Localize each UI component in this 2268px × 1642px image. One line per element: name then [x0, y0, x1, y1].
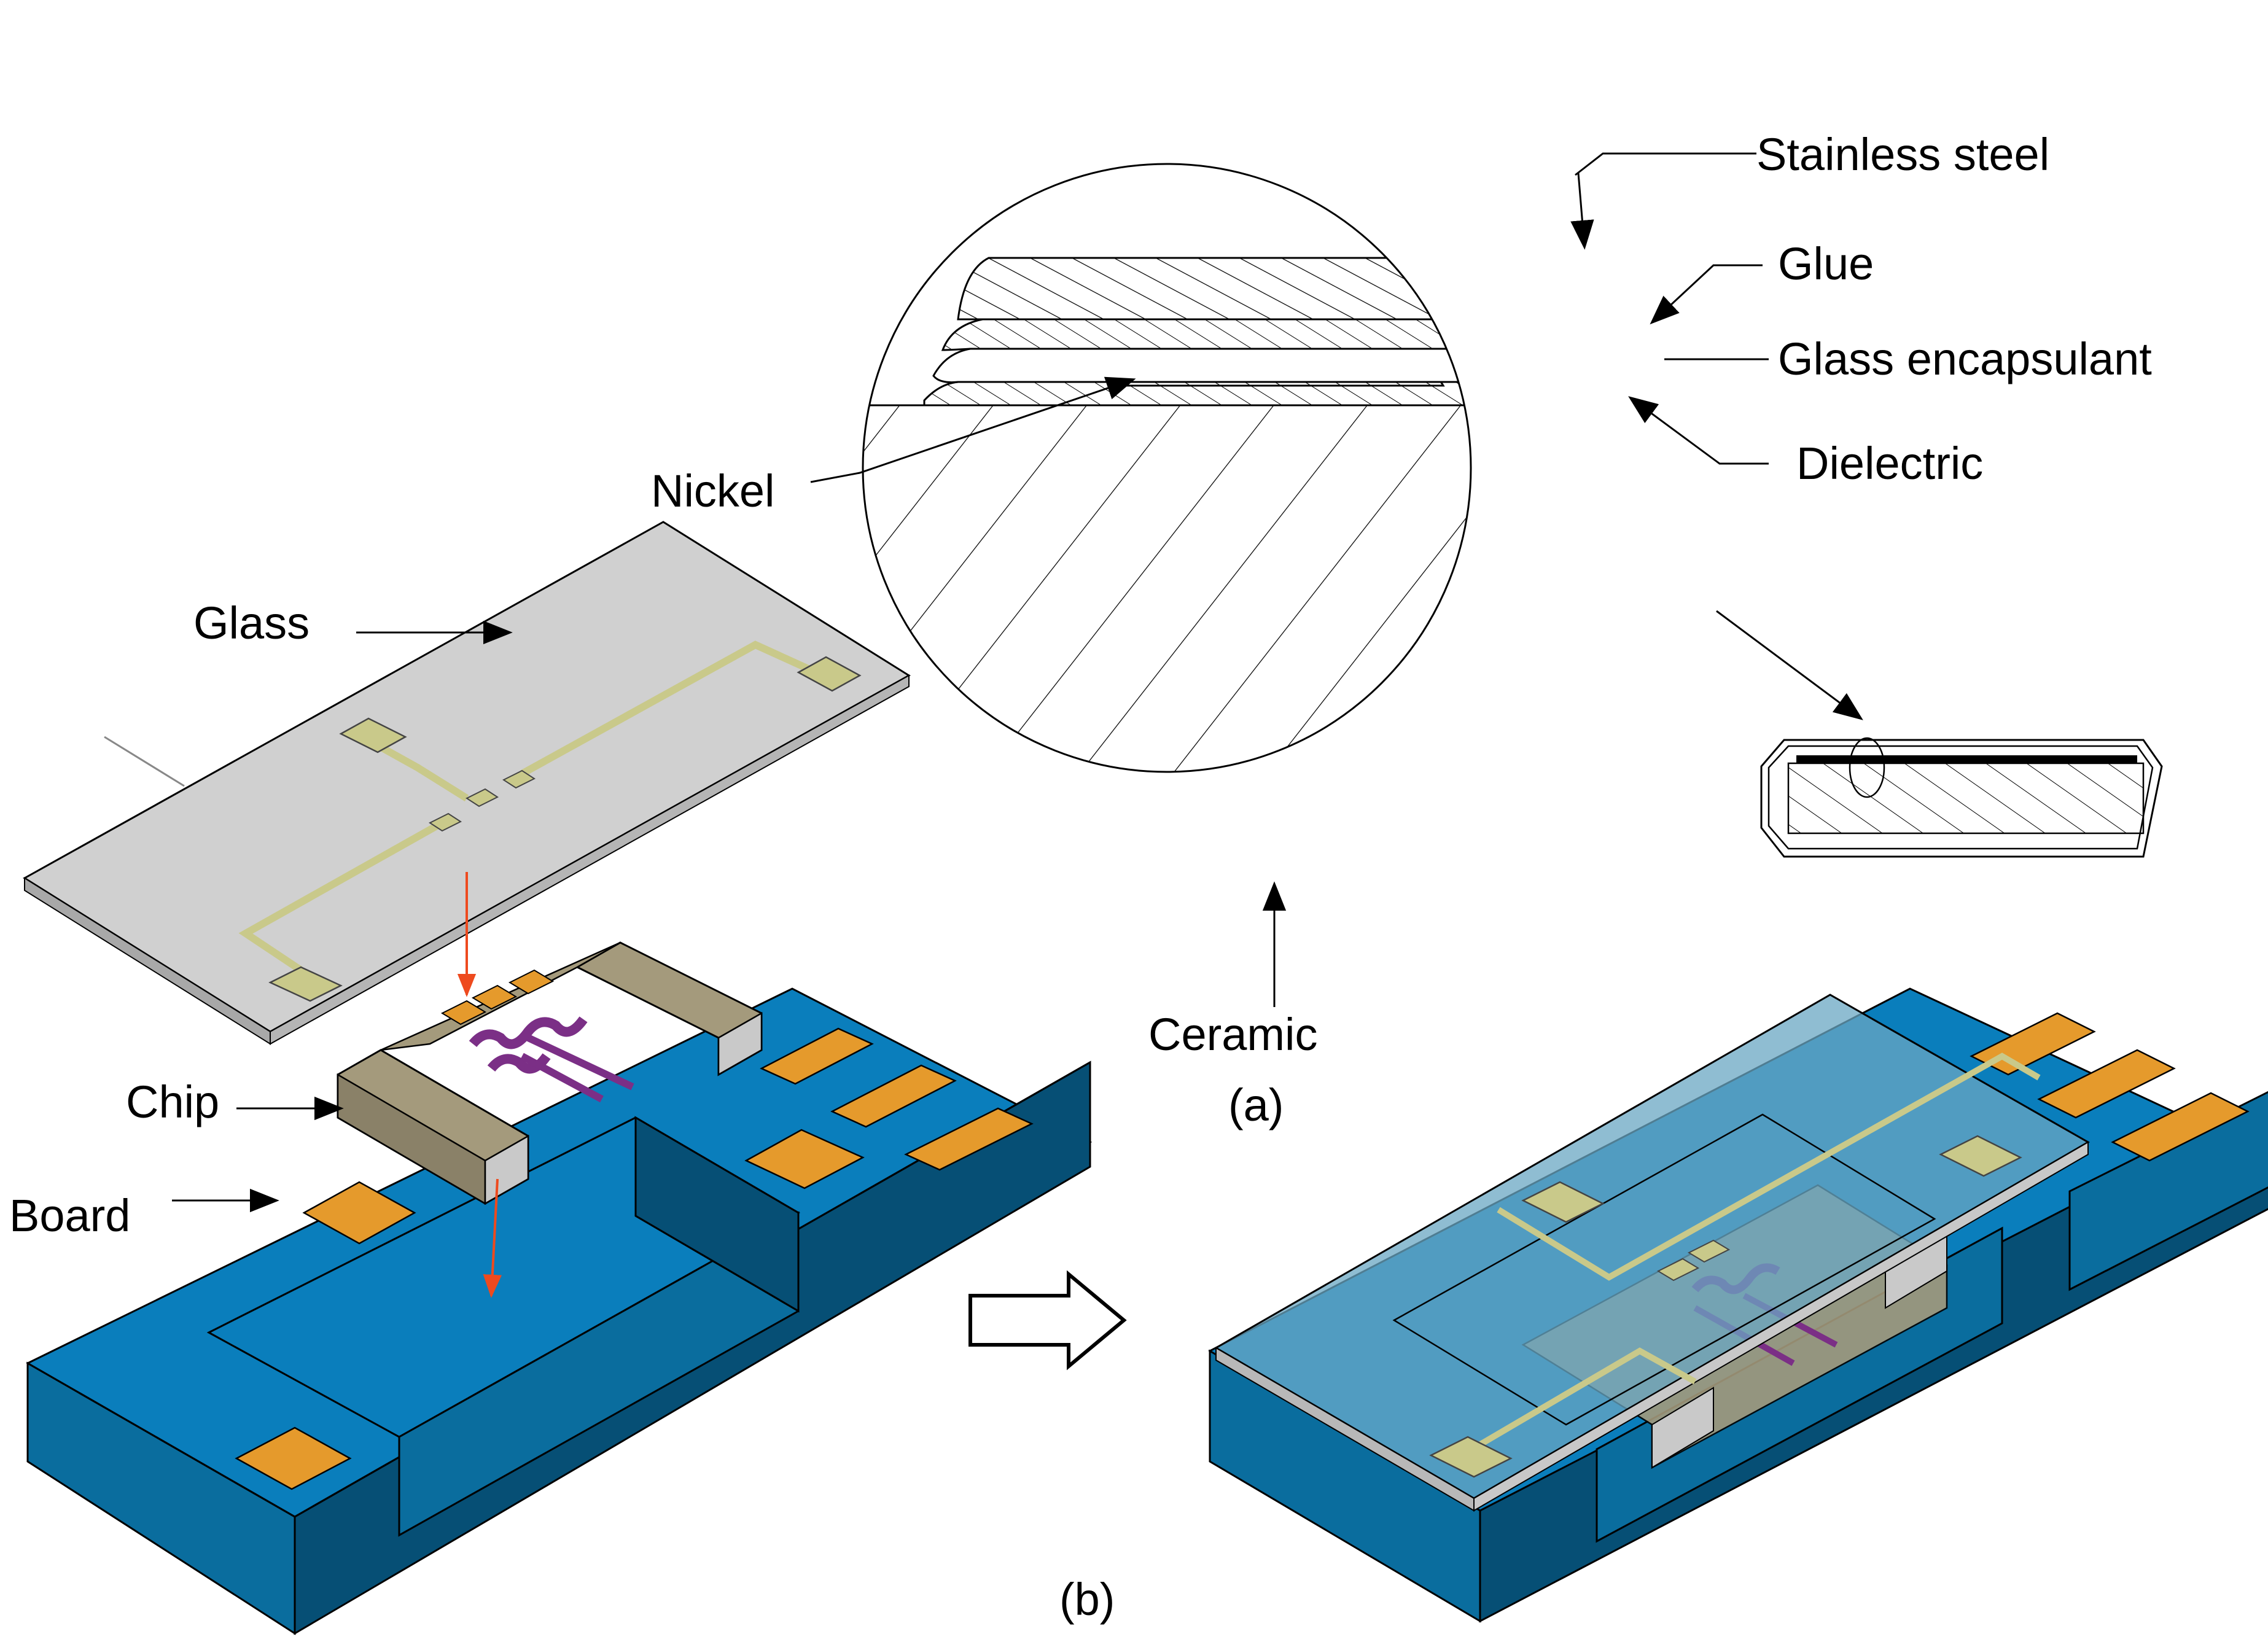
process-arrow-icon: [968, 1270, 1127, 1371]
label-chip: Chip: [126, 1076, 219, 1127]
glass-pad: [1521, 1181, 1605, 1223]
glass-encapsulant-layer: [932, 348, 1471, 383]
resistor: [469, 1016, 588, 1049]
connector-strip: [2037, 1049, 2176, 1119]
glass-pad: [1429, 1436, 1513, 1478]
label-glass-encapsulant: Glass encapsulant: [1778, 333, 2152, 384]
label-part-a: (a): [1228, 1080, 1284, 1130]
sensor-section-inset: [1760, 737, 2163, 858]
glass-pad: [1939, 1135, 2022, 1177]
exploded-assembly: Glass Chip Board: [9, 521, 1093, 1635]
label-part-b: (b): [1059, 1574, 1115, 1625]
chip: [337, 941, 763, 1205]
connector-strip: [760, 1027, 874, 1085]
board-pad: [235, 1426, 352, 1490]
board-pad: [744, 1129, 865, 1189]
label-stainless-steel: Stainless steel: [1756, 129, 2049, 180]
connector-strip: [830, 1064, 957, 1128]
label-dielectric: Dielectric: [1796, 438, 1983, 489]
label-glass: Glass: [193, 597, 310, 648]
label-board: Board: [9, 1190, 130, 1241]
stainless-steel-layer: [957, 257, 1471, 321]
connector-strip: [904, 1107, 1034, 1171]
glass-pad: [268, 966, 343, 1002]
glass-pad: [797, 656, 862, 692]
ceramic-layer: [863, 405, 1471, 772]
label-ceramic: Ceramic: [1148, 1009, 1317, 1060]
glass-plate: [23, 521, 911, 1045]
board-pad: [302, 1181, 416, 1245]
magnifier-circle: [862, 163, 1472, 773]
assembled-device: [1208, 987, 2268, 1623]
board-base: [26, 987, 1093, 1635]
glue-layer: [941, 318, 1471, 351]
glass-pad: [339, 717, 407, 753]
label-nickel: Nickel: [651, 465, 774, 516]
label-glue: Glue: [1778, 238, 1874, 289]
connector-strip: [2111, 1092, 2250, 1162]
cross-section-detail: Stainless steel Glue Glass encapsulant D…: [651, 129, 2163, 1130]
